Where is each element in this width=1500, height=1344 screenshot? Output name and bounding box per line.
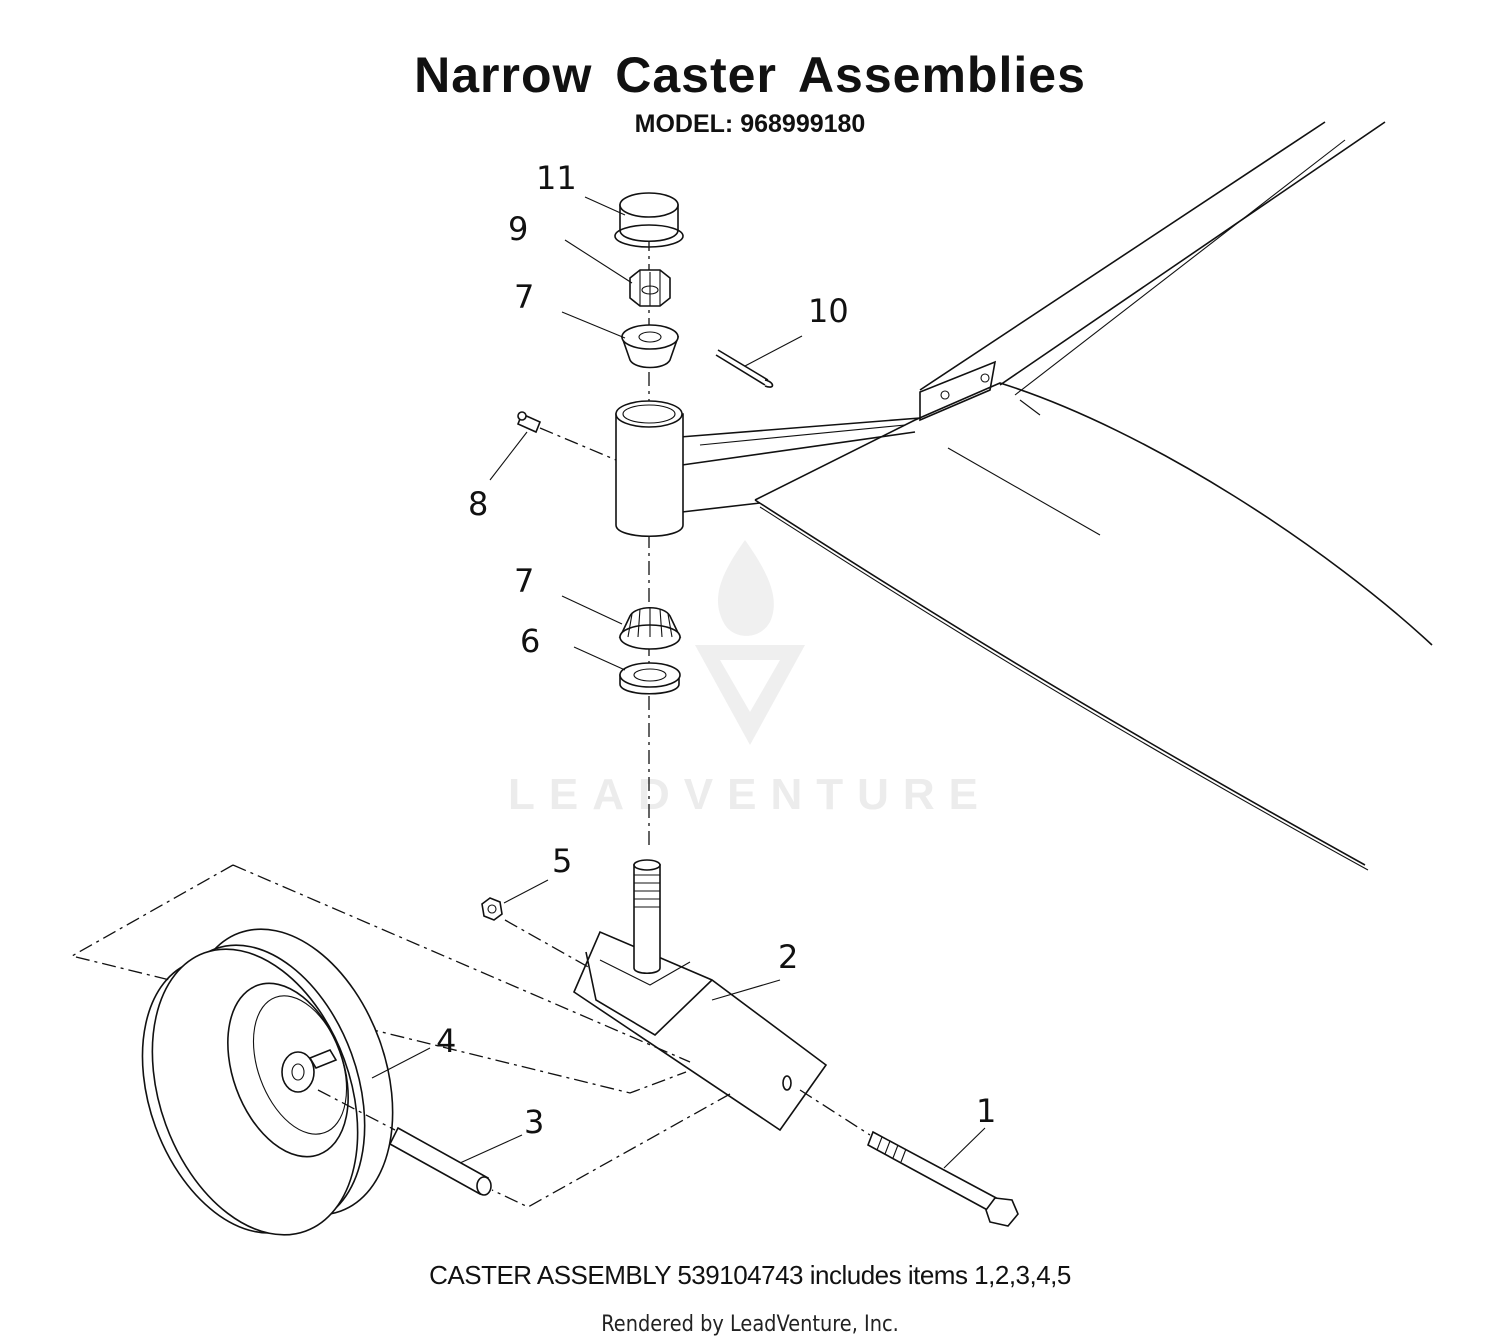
callout-1: 1 — [976, 1092, 996, 1130]
part-2-caster-fork — [573, 859, 828, 1132]
callout-7-lower: 7 — [514, 562, 534, 600]
caster-arm — [679, 417, 921, 513]
callout-2: 2 — [778, 938, 798, 976]
callout-3: 3 — [524, 1103, 544, 1141]
part-11-dust-cap — [614, 192, 684, 248]
rendered-by-footer: Rendered by LeadVenture, Inc. — [601, 1312, 899, 1337]
part-7-upper-bearing — [620, 324, 680, 369]
watermark: LEADVENTURE — [507, 770, 993, 819]
model-number: MODEL: 968999180 — [634, 110, 866, 138]
callout-9: 9 — [508, 210, 528, 248]
part-6-washer — [619, 662, 681, 695]
callout-4: 4 — [436, 1022, 456, 1060]
part-5-nut — [481, 897, 591, 969]
mower-deck — [754, 121, 1433, 871]
watermark-logo — [695, 540, 805, 745]
part-10-cotter-pin — [715, 349, 774, 388]
callout-11: 11 — [536, 159, 577, 197]
caster-assembly-caption: CASTER ASSEMBLY 539104743 includes items… — [429, 1260, 1071, 1290]
part-3-spacer — [317, 1089, 492, 1196]
callout-5: 5 — [552, 842, 572, 880]
callout-6: 6 — [520, 622, 540, 660]
part-7-lower-bearing — [618, 606, 682, 650]
callout-7-upper: 7 — [514, 278, 534, 316]
part-1-bolt — [799, 1089, 1019, 1227]
callouts: 11 9 7 10 8 7 6 5 2 4 3 1 — [371, 159, 996, 1169]
part-4-wheel — [141, 928, 394, 1236]
caster-tube — [615, 400, 684, 538]
callout-8: 8 — [468, 485, 488, 523]
part-9-castle-nut — [629, 269, 671, 307]
part-8-grease-fitting — [516, 411, 617, 461]
diagram-title: Narrow Caster Assemblies — [414, 47, 1086, 103]
callout-10: 10 — [808, 292, 849, 330]
